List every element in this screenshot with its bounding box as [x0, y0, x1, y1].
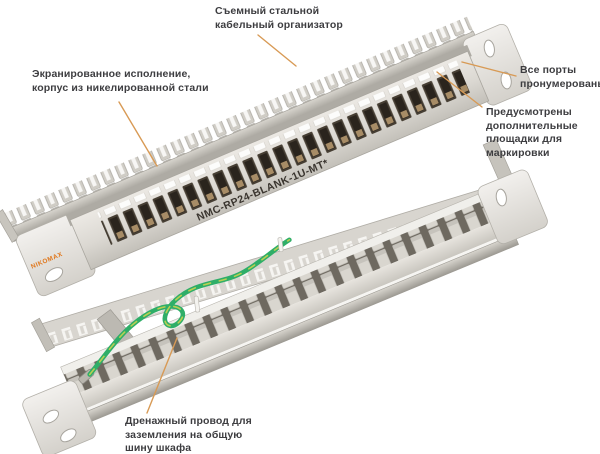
callout-line: Съемный стальной	[215, 5, 320, 17]
callout-line: маркировки	[486, 146, 550, 159]
mounting-ear-left-rear	[22, 380, 97, 454]
rear-bright-edge	[79, 231, 515, 415]
patch-panel-front: NIKOMAX NMC-RP24-BLANK-1U-MT*	[0, 16, 532, 297]
leader-marking-pads	[436, 71, 483, 108]
leader-drain-wire	[146, 337, 178, 414]
rack-hole	[42, 409, 60, 424]
callout-line: шину шкафа	[125, 442, 192, 454]
callout-line: пронумерованы	[520, 77, 600, 90]
ground-wire	[78, 237, 292, 384]
callout-drain-wire: Дренажный провод для заземления на общую…	[125, 415, 252, 454]
rack-hole	[44, 267, 64, 282]
callout-shielded: Экранированное исполнение, корпус из ник…	[32, 68, 209, 95]
callout-line: Предусмотрены	[486, 106, 572, 118]
cable-organizer-front	[0, 16, 480, 243]
callout-line: дополнительные	[486, 119, 578, 132]
callout-line: Экранированное исполнение,	[32, 68, 191, 80]
rack-hole	[60, 428, 77, 443]
rack-hole	[495, 188, 507, 207]
rack-hole	[483, 39, 495, 58]
rack-hole	[500, 71, 512, 90]
callout-marking-pads: Предусмотрены дополнительные площадки дл…	[486, 106, 578, 160]
leader-ports-numbered	[461, 61, 517, 77]
leader-lines	[118, 34, 517, 414]
callout-line: заземления на общую	[125, 428, 243, 441]
mounting-ear-left-front: NIKOMAX	[16, 214, 96, 297]
callout-organizer: Съемный стальной кабельный организатор	[215, 5, 343, 32]
mounting-ear-right-rear	[477, 169, 548, 245]
callout-line: площадки для	[486, 133, 563, 145]
cable-tie	[193, 295, 200, 313]
organizer-bracket-left	[30, 317, 56, 353]
callout-line: Дренажный провод для	[125, 415, 252, 427]
leader-organizer	[257, 34, 297, 67]
cable-tie	[277, 237, 284, 252]
callout-line: кабельный организатор	[215, 18, 343, 31]
leader-shielded	[118, 101, 158, 167]
callout-line: Все порты	[520, 64, 577, 76]
patch-panel-rear	[22, 169, 548, 454]
callout-line: корпус из никелированной стали	[32, 81, 209, 94]
port-row	[97, 60, 473, 252]
callout-ports-numbered: Все порты пронумерованы	[520, 64, 600, 91]
rear-tray-floor	[72, 215, 514, 412]
